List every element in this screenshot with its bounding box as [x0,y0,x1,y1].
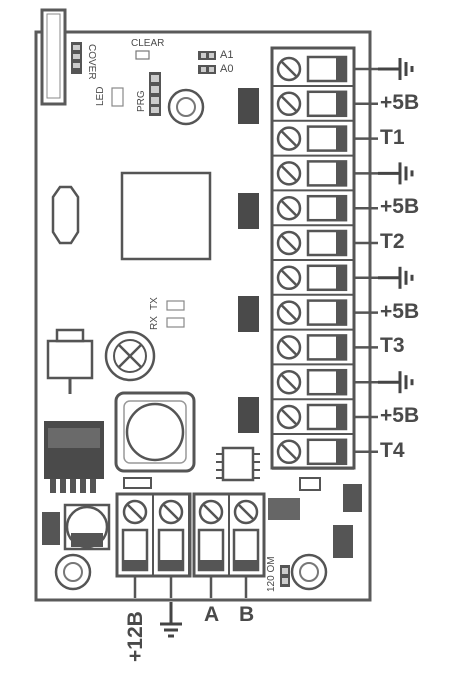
bottom-terminal-4 [232,499,260,598]
terminal-screw [158,499,184,525]
cover-jumper [71,42,82,74]
board-outline [34,30,372,602]
terminal-clamp [232,528,260,572]
right-terminal-block [270,46,414,470]
terminal-clamp [306,55,348,83]
terminal-clamp [306,299,348,326]
right-terminal-3 [272,125,378,157]
terminal-clamp [306,334,348,361]
right-terminal-label-9: T3 [380,334,405,358]
right-terminal-label-2: +5B [380,90,420,114]
led-label-text: LED [95,86,106,106]
clear-label: CLEAR [131,38,165,49]
rx-tx-leds [166,300,185,328]
a1-label: A1 [220,49,234,61]
terminal-screw [276,265,302,291]
terminal-clamp [306,194,348,222]
right-terminal-8 [272,299,378,331]
ground-icon [160,602,182,638]
power-transistor [46,328,94,394]
terminal-clamp [197,528,225,572]
smd-capacitors [238,88,259,433]
ground-icon [378,371,414,394]
terminal-screw [276,56,302,82]
bottom-terminal-label-3: A [204,603,220,626]
terminal-clamp [306,160,348,187]
bottom-terminal-label-text: +12B [124,611,147,662]
terminal-screw [276,404,302,430]
mounting-hole-bottom-right [290,553,328,591]
terminal-screw [276,126,302,151]
terminal-screw [233,499,259,525]
bottom-terminal-block [115,492,266,638]
crystal-oscillator [51,185,80,245]
ground-icon [378,162,414,185]
inductor-component [114,391,196,473]
rs485-chip [216,446,260,482]
bottom-terminal-1 [121,499,149,598]
voltage-regulator [44,421,104,493]
ground-icon [378,58,414,80]
ground-icon [378,266,414,289]
terminal-clamp [306,90,348,118]
led-component [111,87,124,107]
termination-label-text: 120 OM [266,556,277,592]
right-terminal-2 [272,90,378,122]
terminal-clamp [306,264,348,292]
a0-label: A0 [220,63,234,75]
right-terminal-5 [272,194,378,227]
mounting-hole-top [167,88,205,126]
bottom-small-caps [42,477,362,558]
termination-jumper [280,565,290,587]
clear-jumper [135,50,150,60]
right-terminal-label-6: T2 [380,230,405,253]
cover-label-text: COVER [86,44,97,80]
mounting-hole-bottom-left [54,553,92,591]
terminal-screw [276,161,302,186]
right-terminal-label-12: T4 [380,438,405,462]
right-terminal-7 [272,264,414,296]
right-terminal-11 [272,403,378,435]
terminal-clamp [306,125,348,152]
address-jumpers [198,51,216,74]
electrolytic-capacitor [63,503,111,551]
microcontroller-chip [120,171,212,261]
terminal-clamp [306,229,348,257]
terminal-screw [276,91,302,117]
prg-label-text: PRG [136,90,147,112]
trimmer-component [104,330,156,382]
prg-header [149,72,161,116]
right-terminal-10 [272,368,414,401]
right-terminal-label-3: T1 [380,125,405,149]
right-terminal-label-5: +5B [380,195,420,219]
bottom-terminal-2 [157,499,185,638]
terminal-clamp [121,528,149,572]
right-terminal-4 [272,160,414,192]
right-terminal-9 [272,334,378,366]
tx-label-text: TX [149,297,160,310]
right-terminal-1 [272,55,414,87]
bottom-terminal-label-4: B [239,603,255,626]
terminal-screw [276,369,302,395]
terminal-clamp [306,403,348,431]
rx-label-text: RX [149,316,160,330]
terminal-clamp [157,528,185,572]
terminal-screw [276,300,302,325]
right-terminal-label-11: +5B [380,404,420,427]
terminal-clamp [306,368,348,396]
terminal-screw [122,499,148,525]
right-terminal-label-8: +5B [380,299,420,323]
terminal-screw [276,439,302,465]
terminal-clamp [306,438,348,466]
terminal-screw [198,499,224,525]
bottom-terminal-3 [197,499,225,598]
terminal-screw [276,335,302,360]
right-terminal-6 [272,229,378,261]
terminal-screw [276,230,302,256]
right-terminal-12 [272,438,378,470]
terminal-screw [276,195,302,221]
